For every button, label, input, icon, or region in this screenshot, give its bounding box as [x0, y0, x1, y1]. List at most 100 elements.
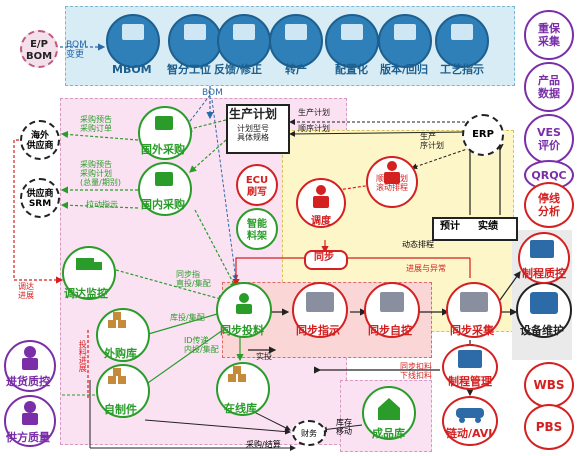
- supplier-srm-label: 供应商 SRM: [26, 189, 54, 210]
- mfg-qc-label: 制程质控: [522, 267, 566, 280]
- person-icon: [313, 161, 400, 208]
- version-node[interactable]: [378, 14, 432, 68]
- online-label: 在线库: [224, 402, 257, 415]
- top-item-5: 版本/回归: [380, 63, 429, 76]
- procurement-icon: [155, 116, 173, 186]
- bom-label: BOM: [202, 88, 223, 98]
- foreign-procurement-label: 国外采购: [141, 143, 185, 156]
- forecast-actual-box: [432, 217, 518, 241]
- top-item-2: 反馈/修正: [214, 63, 263, 76]
- feedback-node[interactable]: [217, 14, 271, 68]
- overseas-supplier-node: 海外 供应商: [20, 120, 60, 160]
- dynamic-label: 动态排程: [402, 240, 434, 249]
- dispatch-monitor-label: 调达监控: [64, 287, 108, 300]
- right-item-1: 产品 数据: [538, 74, 560, 100]
- warehouse-route-label: 库投/集配: [170, 313, 205, 322]
- supplier-quality-label: 供方质量: [6, 431, 50, 444]
- top-item-0: MBOM: [112, 63, 152, 76]
- foreign-procurement-node[interactable]: [138, 106, 192, 160]
- feedback-icon: [233, 24, 255, 40]
- mfg-mgmt-label: 制程管理: [448, 375, 492, 388]
- actual-label: 实绩: [478, 221, 498, 232]
- domestic-procurement-node[interactable]: [138, 162, 192, 216]
- ep-bom-node: E/P BOM: [20, 30, 58, 68]
- dispatch-monitor-node[interactable]: [62, 246, 116, 300]
- domestic-procurement-label: 国内采购: [141, 198, 185, 211]
- gauge-icon: [458, 240, 554, 368]
- purchase-settle-label: 采购/结算: [246, 440, 281, 449]
- bom-change-label: BOM 变更: [66, 40, 87, 61]
- push-label: 拉动指示: [86, 200, 118, 209]
- sync-instr-label: 同步指示: [296, 324, 340, 337]
- right-item-4-node[interactable]: 停线 分析: [524, 182, 574, 228]
- right-item-3: QRQC: [531, 169, 567, 182]
- pbs-label: PBS: [535, 420, 563, 434]
- finance-node[interactable]: 财务: [292, 420, 326, 446]
- production-plan-title: 生产计划: [229, 107, 278, 121]
- forecast-label: 预计: [440, 221, 460, 232]
- warehouse-box-icon: [108, 312, 246, 384]
- production-plan-box[interactable]: [226, 104, 290, 154]
- car-icon: [456, 408, 484, 423]
- mbom-node[interactable]: [106, 14, 160, 68]
- right-item-0: 重保 采集: [538, 22, 560, 48]
- sync-self-label: 同步自控: [368, 324, 412, 337]
- monitor-icon: [306, 292, 488, 312]
- worker-icon: [236, 293, 252, 314]
- right-item-1-node[interactable]: 产品 数据: [524, 62, 574, 112]
- supplier-srm-node: 供应商 SRM: [20, 178, 60, 218]
- process-icon: [451, 24, 473, 40]
- workstation-icon: [184, 24, 206, 40]
- erp-node[interactable]: ERP: [462, 114, 504, 156]
- stock-move-label: 库存 移动: [336, 418, 352, 437]
- self-made-label: 自制件: [104, 403, 137, 416]
- ecu-node[interactable]: ECU 刷写: [236, 164, 278, 206]
- top-item-4: 配置化: [335, 63, 368, 76]
- transfer-node[interactable]: [269, 14, 323, 68]
- right-item-2-node[interactable]: VES 评价: [524, 114, 574, 164]
- progress-label: 进展与异常: [406, 264, 446, 273]
- online-node[interactable]: [216, 362, 270, 416]
- right-item-2: VES 评价: [537, 126, 561, 152]
- pbs-node[interactable]: PBS: [524, 404, 574, 450]
- process-node[interactable]: [435, 14, 489, 68]
- incoming-qc-label: 进货质控: [6, 375, 50, 388]
- external-label: 外购库: [104, 347, 137, 360]
- dispatch-label: 调度: [311, 216, 331, 227]
- domestic-flow-label: 采购预告 采购计划 (总量/期别): [80, 160, 121, 188]
- actual-feed-label: 实投: [256, 352, 272, 361]
- sync-collect-node[interactable]: [446, 282, 502, 338]
- wbs-label: WBS: [533, 378, 565, 392]
- finance-label: 财务: [301, 429, 317, 438]
- self-made-node[interactable]: [96, 364, 150, 418]
- overseas-supplier-label: 海外 供应商: [26, 131, 54, 152]
- sync-label: 同步: [314, 252, 334, 263]
- chain-avi-node[interactable]: [442, 396, 498, 446]
- prod-plan-arrow-label: 生产计划: [298, 108, 330, 117]
- smart-rack-label: 智能 料架: [247, 219, 267, 242]
- right-item-4: 停线 分析: [538, 192, 560, 218]
- wip-feed-label: 同步扣料 下线扣料: [400, 362, 432, 381]
- top-item-6: 工艺指示: [440, 63, 484, 76]
- erp-label: ERP: [472, 129, 494, 140]
- equip-maint-label: 设备维护: [520, 324, 564, 337]
- right-item-0-node[interactable]: 重保 采集: [524, 10, 574, 60]
- smart-rack-node[interactable]: 智能 料架: [236, 208, 278, 250]
- seq-plan-arrow-label: 顺序计划: [298, 124, 330, 133]
- foreign-flow-label: 采购预告 采购订单: [80, 115, 112, 134]
- erp-seq-plan-label: 生产 序计划: [420, 132, 444, 151]
- ecu-label: ECU 刷写: [245, 175, 269, 198]
- external-node[interactable]: [96, 308, 150, 362]
- ep-bom-label: E/P BOM: [25, 39, 53, 62]
- sync-collect-label: 同步采集: [450, 324, 494, 337]
- feed-progress-label: 投料进展: [78, 340, 88, 372]
- wbs-node[interactable]: WBS: [524, 362, 574, 408]
- sync-instr-route-label: 同步指 直投/集配: [176, 270, 211, 289]
- finished-label: 成品库: [372, 427, 405, 440]
- chain-avi-label: 链动/AVI: [446, 427, 493, 440]
- version-icon: [394, 24, 416, 40]
- transfer-icon: [285, 24, 307, 40]
- sync-box[interactable]: [304, 250, 348, 270]
- top-item-3: 转产: [285, 63, 307, 76]
